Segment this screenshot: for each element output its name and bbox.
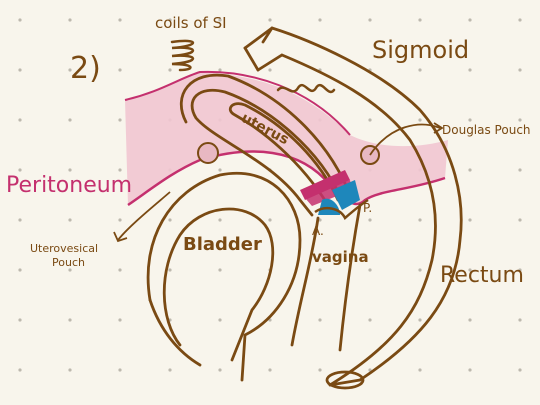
grid-dot [418, 318, 421, 321]
posterior-label: P. [363, 201, 372, 215]
grid-dot [468, 118, 471, 121]
grid-dot [118, 318, 121, 321]
grid-dot [368, 318, 371, 321]
grid-dot [168, 268, 171, 271]
grid-dot [418, 18, 421, 21]
uterovesical-label-line2: Pouch [52, 256, 85, 269]
grid-dot [268, 368, 271, 371]
uterovesical-pointer [118, 192, 170, 240]
grid-dot [68, 118, 71, 121]
grid-dot [118, 368, 121, 371]
grid-dot [418, 68, 421, 71]
grid-dot [268, 218, 271, 221]
grid-dot [118, 118, 121, 121]
grid-dot [518, 368, 521, 371]
sigmoid-rectum [245, 28, 461, 388]
grid-dot [518, 218, 521, 221]
grid-dot [218, 318, 221, 321]
bladder-label: Bladder [183, 234, 262, 255]
grid-dot [118, 18, 121, 21]
grid-dot [18, 118, 21, 121]
grid-dot [468, 68, 471, 71]
grid-dot [168, 368, 171, 371]
grid-dot [468, 168, 471, 171]
grid-dot [318, 18, 321, 21]
grid-dot [18, 268, 21, 271]
grid-dot [268, 68, 271, 71]
grid-dot [118, 218, 121, 221]
grid-dot [168, 68, 171, 71]
grid-dot [68, 18, 71, 21]
peritoneum-label: Peritoneum [6, 173, 132, 198]
uterovesical-circle [198, 143, 218, 163]
grid-dot [18, 68, 21, 71]
grid-dot [468, 368, 471, 371]
uterovesical-label-line1: Uterovesical [30, 242, 98, 255]
grid-dot [518, 118, 521, 121]
grid-dot [118, 268, 121, 271]
grid-dot [468, 318, 471, 321]
grid-dot [418, 118, 421, 121]
grid-dot [168, 218, 171, 221]
grid-dot [518, 318, 521, 321]
grid-dot [118, 68, 121, 71]
grid-dot [318, 368, 321, 371]
grid-dot [68, 168, 71, 171]
grid-dot [268, 18, 271, 21]
grid-dot [418, 368, 421, 371]
rectum-label: Rectum [440, 263, 524, 288]
grid-dot [218, 68, 221, 71]
grid-dot [368, 218, 371, 221]
grid-dot [468, 218, 471, 221]
coils-label: coils of SI [155, 14, 227, 32]
grid-dot [368, 268, 371, 271]
grid-dot [218, 368, 221, 371]
grid-dot [18, 168, 21, 171]
grid-dot [518, 68, 521, 71]
grid-dot [468, 18, 471, 21]
grid-dot [68, 368, 71, 371]
grid-dot [218, 268, 221, 271]
grid-dot [318, 268, 321, 271]
grid-dot [118, 168, 121, 171]
grid-dot [18, 18, 21, 21]
grid-dot [18, 318, 21, 321]
grid-dot [518, 168, 521, 171]
grid-dot [368, 118, 371, 121]
grid-dot [318, 318, 321, 321]
grid-dot [18, 368, 21, 371]
bladder [148, 173, 300, 380]
douglas-label: Douglas Pouch [442, 123, 531, 137]
sigmoid-label: Sigmoid [372, 36, 469, 64]
grid-dot [18, 218, 21, 221]
grid-dot [418, 268, 421, 271]
grid-dot [518, 18, 521, 21]
grid-dot [218, 218, 221, 221]
grid-dot [368, 18, 371, 21]
vagina-label: vagina [312, 248, 369, 266]
vagina [292, 205, 360, 350]
grid-dot [218, 168, 221, 171]
grid-dot [418, 218, 421, 221]
grid-dot [68, 318, 71, 321]
figure-number: 2) [70, 51, 101, 86]
grid-dot [68, 218, 71, 221]
anterior-label: A. [312, 224, 324, 238]
